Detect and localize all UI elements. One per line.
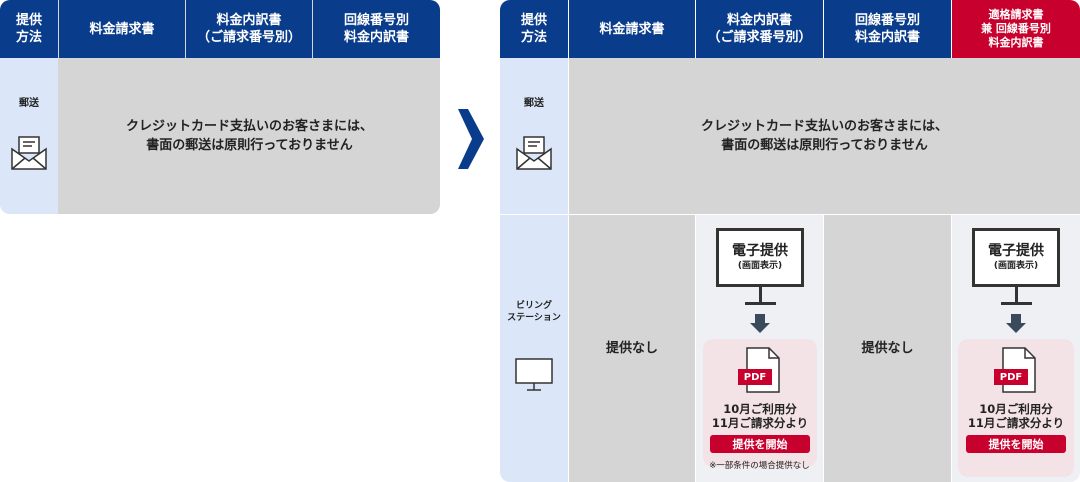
method-label: 郵送 bbox=[19, 98, 39, 109]
electronic-subtitle: (画面表示) bbox=[737, 261, 783, 271]
pdf-badge: PDF bbox=[738, 369, 772, 385]
pdf-panel: PDF 10月ご利用分 11月ご請求分より 提供を開始 bbox=[958, 339, 1074, 477]
left-mail-message: クレジットカード支払いのお客さまには、 書面の郵送は原則行っておりません bbox=[59, 58, 440, 214]
electronic-monitor: 電子提供 (画面表示) bbox=[972, 228, 1060, 287]
electronic-title: 電子提供 bbox=[988, 243, 1044, 259]
left-header-line-breakdown: 回線番号別 料金内訳書 bbox=[313, 0, 440, 58]
usage-period: 10月ご利用分 11月ご請求分より bbox=[711, 402, 809, 430]
right-method-billing-station: ビリング ステーション bbox=[500, 215, 568, 482]
method-label: 郵送 bbox=[524, 98, 544, 109]
right-header-billing: 料金請求書 bbox=[569, 0, 695, 58]
monitor-base bbox=[1001, 302, 1032, 305]
right-header-method: 提供 方法 bbox=[500, 0, 568, 58]
right-header-qualified-invoice: 適格請求書 兼 回線番号別 料金内訳書 bbox=[952, 0, 1080, 58]
envelope-icon bbox=[515, 122, 553, 175]
billing-cell-electronic-2: 電子提供 (画面表示) PDF 10月ご利用分 11月ご請求分より 提供を開始 bbox=[952, 215, 1080, 482]
monitor-stand bbox=[1015, 287, 1018, 303]
start-button[interactable]: 提供を開始 bbox=[966, 435, 1066, 453]
condition-note: ※一部条件の場合提供なし bbox=[709, 461, 810, 471]
monitor-icon bbox=[514, 344, 554, 397]
electronic-monitor: 電子提供 (画面表示) bbox=[716, 228, 804, 287]
monitor-base bbox=[745, 302, 776, 305]
right-table: 提供 方法 料金請求書 料金内訳書 （ご請求番号別） 回線番号別 料金内訳書 適… bbox=[500, 0, 1080, 482]
pdf-panel: PDF 10月ご利用分 11月ご請求分より 提供を開始 bbox=[703, 339, 817, 467]
left-header-breakdown: 料金内訳書 （ご請求番号別） bbox=[186, 0, 312, 58]
right-header-breakdown: 料金内訳書 （ご請求番号別） bbox=[696, 0, 823, 58]
envelope-icon bbox=[10, 122, 48, 175]
billing-cell-none-2: 提供なし bbox=[824, 215, 951, 482]
right-method-mail: 郵送 bbox=[500, 58, 568, 214]
usage-period: 10月ご利用分 11月ご請求分より bbox=[967, 402, 1065, 430]
left-header-billing: 料金請求書 bbox=[59, 0, 185, 58]
left-method-mail: 郵送 bbox=[0, 58, 58, 214]
start-button[interactable]: 提供を開始 bbox=[710, 435, 810, 453]
method-label: ビリング ステーション bbox=[507, 301, 561, 323]
left-table: 提供 方法 料金請求書 料金内訳書 （ご請求番号別） 回線番号別 料金内訳書 郵… bbox=[0, 0, 440, 214]
pdf-badge: PDF bbox=[994, 369, 1028, 385]
billing-cell-none-1: 提供なし bbox=[569, 215, 695, 482]
billing-cell-electronic-1: 電子提供 (画面表示) PDF 10月ご利用分 11月ご請求分より 提供を開始 … bbox=[696, 215, 823, 482]
right-mail-message: クレジットカード支払いのお客さまには、 書面の郵送は原則行っておりません bbox=[569, 58, 1080, 214]
arrow-down-icon bbox=[1006, 314, 1026, 334]
electronic-subtitle: (画面表示) bbox=[993, 261, 1039, 271]
electronic-title: 電子提供 bbox=[732, 243, 788, 259]
arrow-down-icon bbox=[750, 314, 770, 334]
right-header-line-breakdown: 回線番号別 料金内訳書 bbox=[824, 0, 951, 58]
monitor-stand bbox=[759, 287, 762, 303]
left-header-method: 提供 方法 bbox=[0, 0, 58, 58]
chevron-right-icon bbox=[456, 107, 486, 171]
